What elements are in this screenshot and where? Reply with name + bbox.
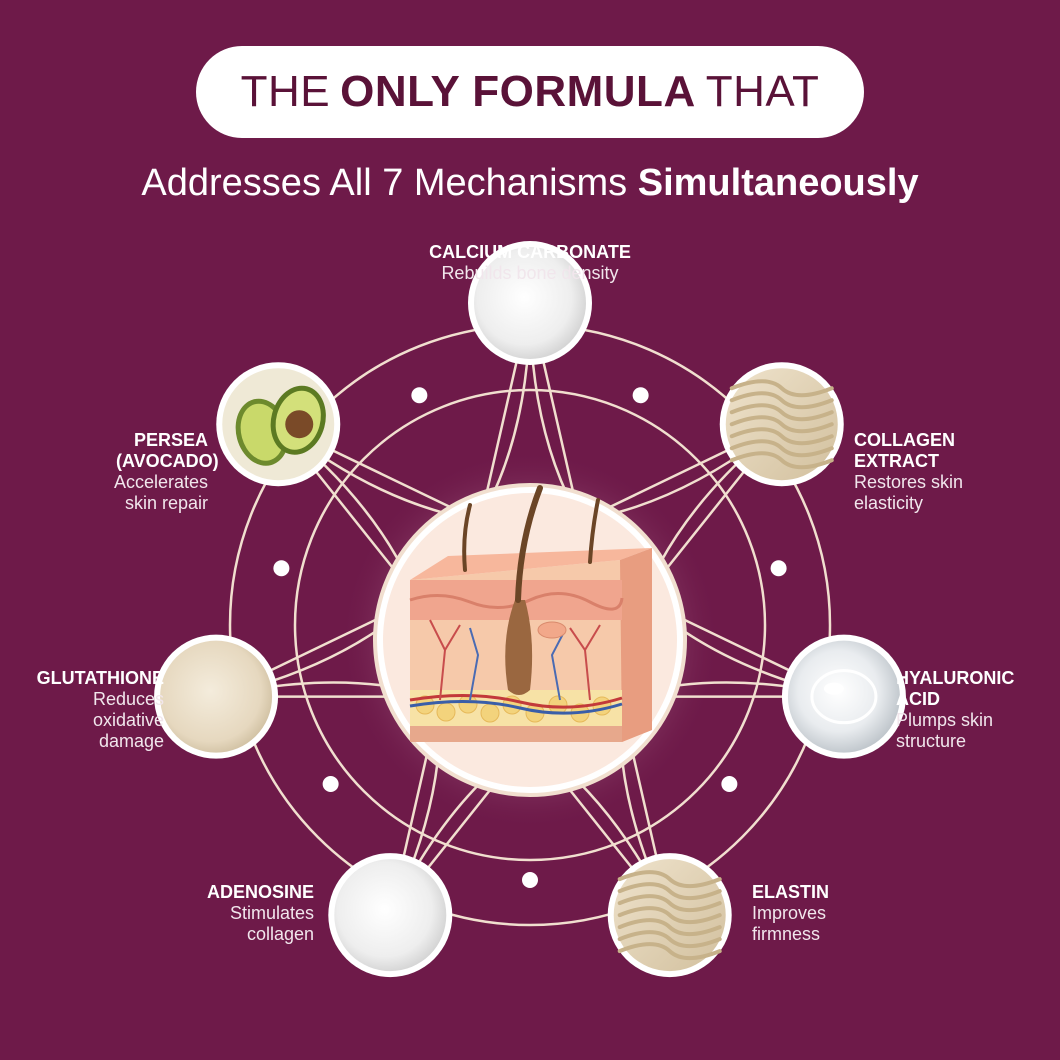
- ingredient-desc: Plumps skin structure: [896, 710, 994, 751]
- subtitle-pre: Addresses All 7 Mechanisms: [141, 162, 628, 204]
- ingredient-name: HYALURONIC ACID: [896, 668, 1015, 709]
- white-powder-icon: [468, 241, 592, 365]
- subtitle: Addresses All 7 Mechanisms Simultaneousl…: [0, 162, 1060, 205]
- label-elastin: ELASTIN Improves firmness: [752, 882, 862, 945]
- connection-node: [522, 872, 538, 888]
- white-powder-icon: [328, 853, 453, 978]
- ingredient-name: ADENOSINE: [206, 882, 314, 902]
- connection-nodes: [273, 387, 787, 888]
- elastin-fiber-icon: [607, 853, 732, 978]
- headline-pill: THE ONLY FORMULA THAT: [196, 46, 864, 138]
- cream-powder-icon: [154, 634, 279, 759]
- label-calcium-carbonate: CALCIUM CARBONATE Rebuilds bone density: [380, 242, 680, 284]
- collagen-fiber-icon: [719, 362, 844, 487]
- ingredient-name: CALCIUM CARBONATE: [429, 242, 631, 262]
- ingredient-name: ELASTIN: [752, 882, 830, 902]
- skin-cross-section-icon: [409, 485, 652, 742]
- connection-node: [632, 387, 649, 404]
- ingredient-desc: Rebuilds bone density: [441, 263, 619, 283]
- ingredient-circles: [154, 241, 906, 978]
- connection-node: [322, 775, 339, 792]
- headline-post: THAT: [705, 67, 820, 116]
- avocado-icon: [216, 362, 341, 487]
- connection-node: [770, 560, 787, 577]
- subtitle-bold: Simultaneously: [637, 162, 919, 204]
- ingredient-name: GLUTATHIONE: [36, 668, 164, 688]
- label-glutathione: GLUTATHIONE Reduces oxidative damage: [8, 668, 164, 752]
- ingredient-desc: Stimulates collagen: [229, 903, 314, 944]
- gel-drop-icon: [781, 634, 906, 759]
- label-adenosine: ADENOSINE Stimulates collagen: [180, 882, 314, 945]
- label-persea-avocado: PERSEA (AVOCADO) Accelerates skin repair: [60, 430, 219, 514]
- ingredient-desc: Accelerates skin repair: [113, 472, 208, 513]
- ingredient-desc: Improves firmness: [752, 903, 827, 944]
- connection-node: [411, 387, 428, 404]
- ingredient-name: COLLAGEN EXTRACT: [854, 430, 955, 471]
- label-collagen-extract: COLLAGEN EXTRACT Restores skin elasticit…: [854, 430, 1014, 514]
- ingredient-desc: Restores skin elasticity: [854, 472, 964, 513]
- ingredient-desc: Reduces oxidative damage: [92, 689, 164, 751]
- label-hyaluronic-acid: HYALURONIC ACID Plumps skin structure: [896, 668, 1036, 752]
- connection-node: [721, 775, 738, 792]
- ingredient-name: PERSEA (AVOCADO): [116, 430, 219, 471]
- headline-pre: THE: [240, 67, 331, 116]
- headline-bold: ONLY FORMULA: [340, 67, 696, 116]
- connection-node: [273, 560, 290, 577]
